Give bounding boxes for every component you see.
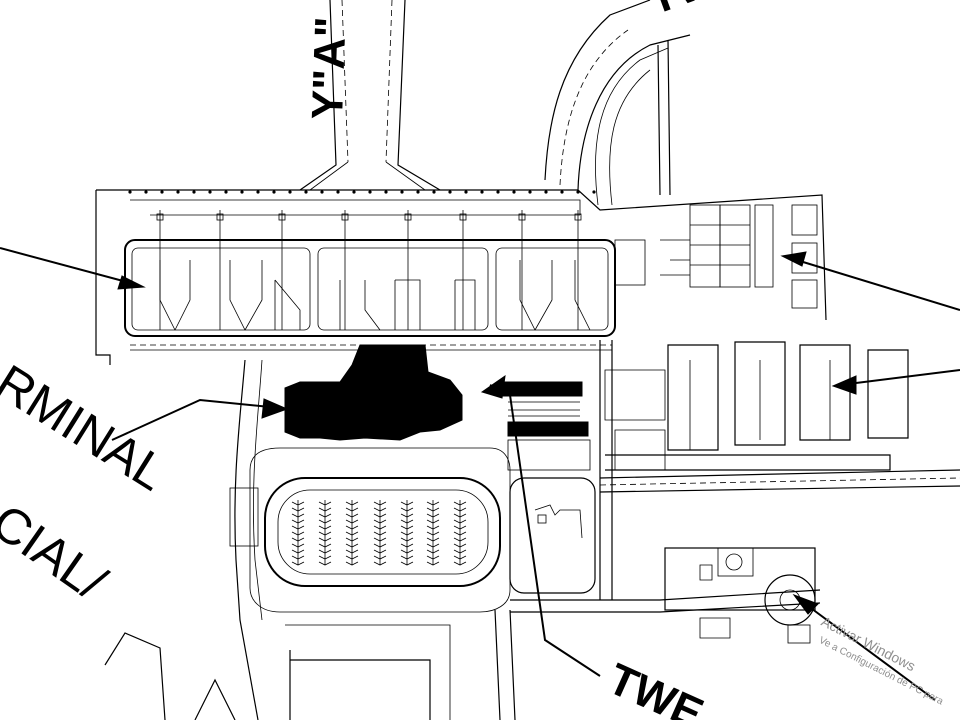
taxiway-edge-light	[336, 190, 340, 194]
twy-bottom-label: TWE	[601, 654, 710, 720]
taxiway-edge-light	[512, 190, 516, 194]
parking-stall-row	[400, 500, 414, 566]
taxiway-curve-right	[544, 0, 691, 206]
taxiway-edge-light	[160, 190, 164, 194]
taxiway-edge-light	[272, 190, 276, 194]
right-apron-stands	[614, 204, 818, 309]
taxiway-edge-light	[176, 190, 180, 194]
comercial-label: CIAL/	[0, 493, 116, 611]
apron-boundary	[95, 189, 827, 365]
gate-stand-marker	[404, 213, 412, 221]
taxiway-edge-light	[320, 190, 324, 194]
taxiway-edge-light	[288, 190, 292, 194]
taxiway-edge-light	[464, 190, 468, 194]
taxiway-edge-light	[384, 190, 388, 194]
taxiway-edge-light	[432, 190, 436, 194]
car-parking	[249, 447, 511, 613]
landside-buildings	[604, 341, 909, 471]
gate-stand-marker	[518, 213, 526, 221]
gate-stand-marker	[459, 213, 467, 221]
terminal-building	[284, 344, 591, 471]
taxiway-edge-light	[480, 190, 484, 194]
parking-stall-row	[291, 500, 305, 566]
taxiway-edge-light	[544, 190, 548, 194]
taxiway-edge-light	[416, 190, 420, 194]
taxiway-edge-light	[256, 190, 260, 194]
taxiway-edge-light	[400, 190, 404, 194]
taxiway-edge-light	[240, 190, 244, 194]
taxiway-edge-light	[592, 190, 596, 194]
taxiway-edge-light	[368, 190, 372, 194]
gate-stand-marker	[216, 213, 224, 221]
left-landside	[104, 359, 451, 720]
taxiway-edge-light	[352, 190, 356, 194]
taxiway-edge-light	[496, 190, 500, 194]
terminal-label: RMINAL	[0, 354, 176, 502]
taxiway-edge-light	[128, 190, 132, 194]
taxiway-edge-light	[448, 190, 452, 194]
gate-stand-marker	[341, 213, 349, 221]
parking-stall-row	[373, 500, 387, 566]
gate-markers	[128, 190, 596, 330]
taxiway-edge-light	[304, 190, 308, 194]
parking-stall-row	[426, 500, 440, 566]
taxiway-edge-light	[576, 190, 580, 194]
taxiway-a-label: Y"A"	[303, 16, 356, 121]
gate-stand-marker	[278, 213, 286, 221]
taxiway-edge-light	[144, 190, 148, 194]
access-roads	[494, 340, 960, 720]
taxiway-edge-light	[192, 190, 196, 194]
gate-stand-marker	[574, 213, 582, 221]
taxiway-edge-light	[560, 190, 564, 194]
aircraft-stands	[124, 239, 616, 351]
roundabout-area	[664, 547, 816, 644]
gate-stand-marker	[156, 213, 164, 221]
parking-stall-row	[345, 500, 359, 566]
taxiway-top-label: TW	[642, 0, 723, 24]
middle-parcel	[509, 477, 596, 594]
callout-arrows	[0, 247, 960, 701]
taxiway-edge-light	[224, 190, 228, 194]
parking-stall-row	[318, 500, 332, 566]
taxiway-a	[299, 0, 441, 191]
parking-stall-row	[453, 500, 467, 566]
taxiway-edge-light	[208, 190, 212, 194]
taxiway-edge-light	[528, 190, 532, 194]
